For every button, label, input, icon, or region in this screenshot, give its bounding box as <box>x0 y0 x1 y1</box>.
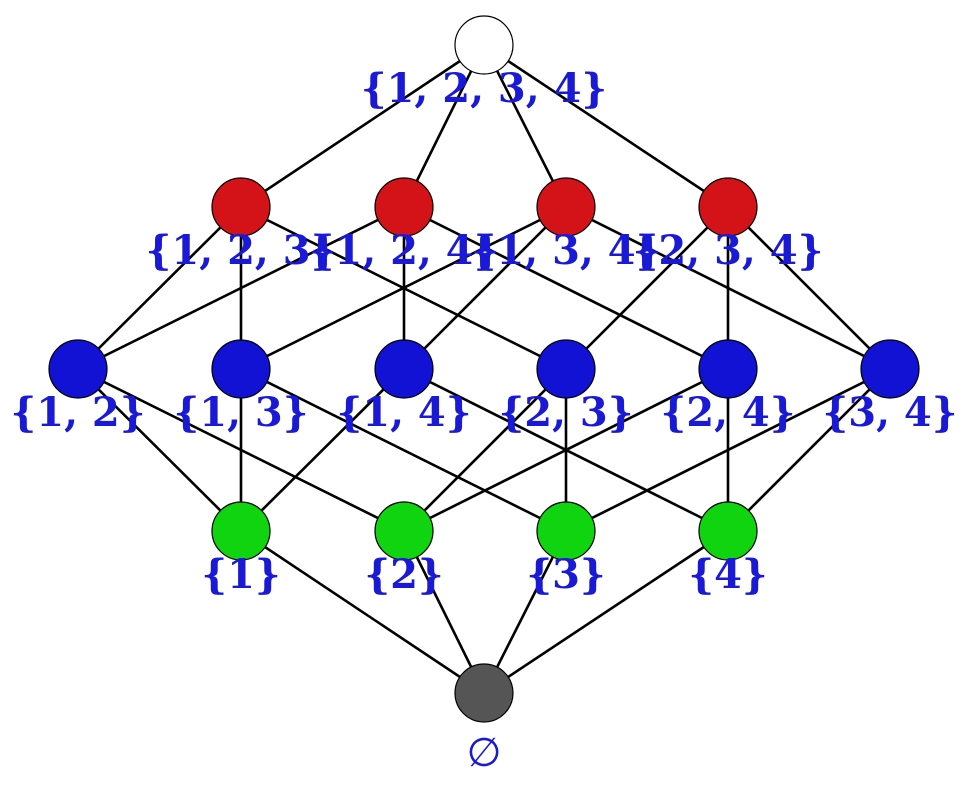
edge-1234-134 <box>482 44 568 208</box>
node-1 <box>211 501 271 561</box>
edge-13-3 <box>240 367 567 533</box>
edge-3-empty <box>482 530 568 694</box>
label-1: {1} <box>201 551 280 598</box>
node-2 <box>374 501 434 561</box>
nodes-layer <box>48 15 920 723</box>
edge-4-empty <box>483 529 729 695</box>
edge-14-1 <box>240 368 405 532</box>
label-1234: {1, 2, 3, 4} <box>361 65 607 112</box>
edge-234-23 <box>565 206 729 370</box>
edge-124-12 <box>77 205 405 371</box>
label-234: {2, 3, 4} <box>633 227 824 274</box>
edge-124-24 <box>403 205 729 371</box>
label-134: {1, 3, 4} <box>471 227 662 274</box>
node-empty <box>454 663 514 723</box>
label-124: {1, 2, 4} <box>309 227 500 274</box>
node-23 <box>536 339 596 399</box>
edge-123-12 <box>77 206 242 370</box>
label-empty: ∅ <box>467 730 502 776</box>
node-14 <box>374 339 434 399</box>
label-34: {3, 4} <box>823 389 958 436</box>
label-123: {1, 2, 3} <box>146 227 337 274</box>
edge-1-empty <box>240 529 485 695</box>
edge-34-3 <box>565 367 891 533</box>
labels-layer: {1, 2, 3, 4}{1, 2, 3}{1, 2, 4}{1, 3, 4}{… <box>11 65 958 776</box>
edge-1234-123 <box>240 43 485 209</box>
edge-134-14 <box>403 206 567 370</box>
edge-34-4 <box>727 368 891 532</box>
label-2: {2} <box>364 551 443 598</box>
node-123 <box>211 177 271 237</box>
node-24 <box>698 339 758 399</box>
edge-234-34 <box>727 206 891 370</box>
edge-1234-124 <box>402 44 486 208</box>
edge-134-13 <box>240 205 567 371</box>
node-234 <box>698 177 758 237</box>
node-3 <box>536 501 596 561</box>
label-14: {1, 4} <box>337 389 472 436</box>
label-12: {1, 2} <box>11 389 146 436</box>
label-24: {2, 4} <box>661 389 796 436</box>
node-134 <box>536 177 596 237</box>
node-124 <box>374 177 434 237</box>
label-4: {4} <box>688 551 767 598</box>
node-12 <box>48 339 108 399</box>
edge-24-2 <box>403 367 729 533</box>
edge-23-2 <box>403 368 567 532</box>
label-13: {1, 3} <box>174 389 309 436</box>
node-4 <box>698 501 758 561</box>
edge-2-empty <box>402 530 486 694</box>
node-34 <box>860 339 920 399</box>
edge-1234-234 <box>483 43 729 209</box>
edge-12-1 <box>77 368 242 532</box>
node-13 <box>211 339 271 399</box>
label-23: {2, 3} <box>499 389 634 436</box>
label-3: {3} <box>526 551 605 598</box>
node-1234 <box>454 15 514 75</box>
edges-layer <box>77 43 891 695</box>
